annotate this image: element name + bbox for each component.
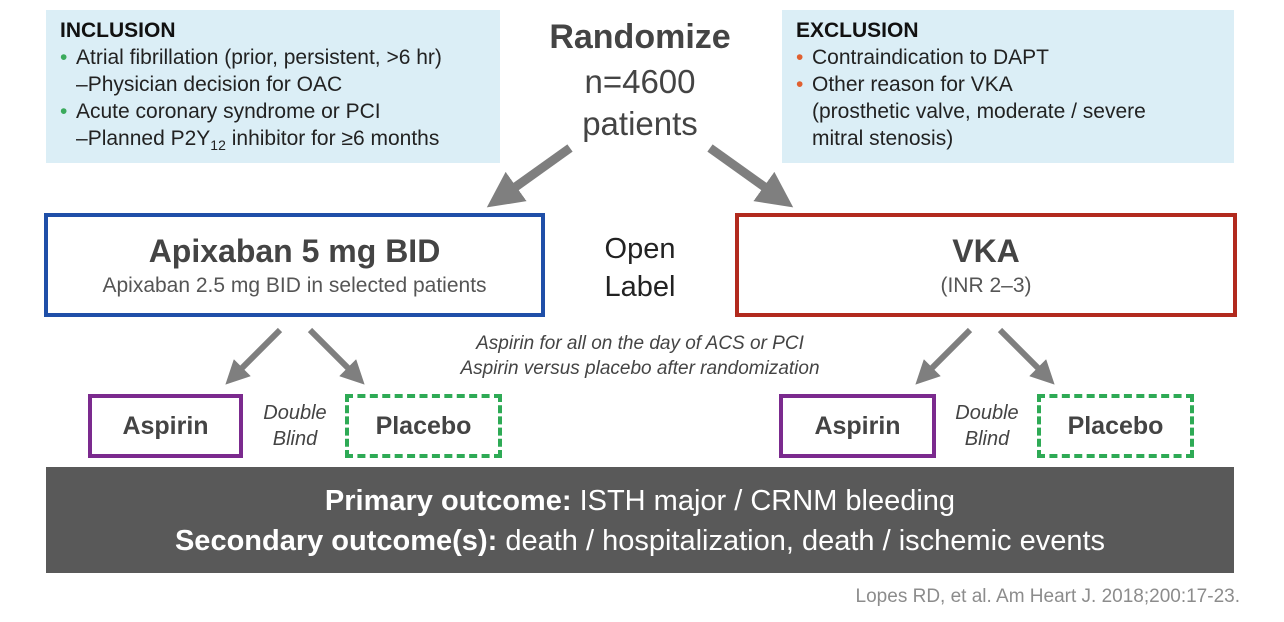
arrow-to-vka bbox=[707, 144, 794, 208]
bullet-icon: • bbox=[796, 73, 804, 96]
exclusion-title: EXCLUSION bbox=[796, 19, 919, 42]
exclusion-item: •Contraindication to DAPT bbox=[796, 46, 1049, 69]
primary-outcome: Primary outcome: ISTH major / CRNM bleed… bbox=[324, 485, 956, 517]
double-blind-label: Double Blind bbox=[263, 402, 327, 450]
secondary-outcome: Secondary outcome(s): death / hospitaliz… bbox=[174, 525, 1106, 557]
open-label: Open Label bbox=[604, 233, 676, 303]
citation: Lopes RD, et al. Am Heart J. 2018;200:17… bbox=[855, 586, 1240, 607]
aspirin-note: Aspirin for all on the day of ACS or PCI… bbox=[460, 333, 820, 379]
arrow-vka-aspirin bbox=[915, 327, 973, 385]
apixaban-title: Apixaban 5 mg BID bbox=[148, 233, 441, 269]
apixaban-placebo-box: Placebo bbox=[345, 394, 502, 458]
apixaban-subtitle: Apixaban 2.5 mg BID in selected patients bbox=[102, 274, 487, 297]
vka-placebo-box: Placebo bbox=[1037, 394, 1194, 458]
apixaban-aspirin-box: Aspirin bbox=[88, 394, 243, 458]
apixaban-arm-box: Apixaban 5 mg BID Apixaban 2.5 mg BID in… bbox=[44, 213, 545, 317]
inclusion-subitem: –Planned P2Y12 inhibitor for ≥6 months bbox=[76, 127, 440, 154]
randomize-title: Randomize bbox=[549, 18, 731, 56]
inclusion-title: INCLUSION bbox=[60, 19, 176, 42]
arrow-vka-placebo bbox=[997, 327, 1055, 385]
exclusion-continuation: mitral stenosis) bbox=[812, 127, 954, 150]
inclusion-subitem: –Physician decision for OAC bbox=[76, 73, 343, 96]
double-blind-label: Double Blind bbox=[955, 402, 1019, 450]
arrow-to-apixaban bbox=[486, 144, 573, 208]
arrow-apixaban-aspirin bbox=[225, 327, 283, 385]
arrow-apixaban-placebo bbox=[307, 327, 365, 385]
vka-arm-box: VKA (INR 2–3) bbox=[735, 213, 1237, 317]
exclusion-box: EXCLUSION •Contraindication to DAPT •Oth… bbox=[782, 10, 1234, 163]
randomize-block: Randomize n=4600 patients bbox=[520, 14, 760, 144]
bullet-icon: • bbox=[60, 100, 68, 123]
bullet-icon: • bbox=[796, 46, 804, 69]
randomize-n: n=4600 bbox=[584, 63, 696, 100]
exclusion-continuation: (prosthetic valve, moderate / severe bbox=[812, 100, 1146, 123]
randomize-unit: patients bbox=[582, 105, 698, 142]
bullet-icon: • bbox=[60, 46, 68, 69]
outcomes-bar: Primary outcome: ISTH major / CRNM bleed… bbox=[46, 467, 1234, 573]
inclusion-box: INCLUSION •Atrial fibrillation (prior, p… bbox=[46, 10, 500, 163]
vka-subtitle: (INR 2–3) bbox=[940, 274, 1032, 297]
vka-title: VKA bbox=[952, 233, 1020, 269]
inclusion-item: •Atrial fibrillation (prior, persistent,… bbox=[60, 46, 442, 69]
inclusion-item: •Acute coronary syndrome or PCI bbox=[60, 100, 381, 123]
exclusion-item: •Other reason for VKA bbox=[796, 73, 1013, 96]
vka-aspirin-box: Aspirin bbox=[779, 394, 936, 458]
